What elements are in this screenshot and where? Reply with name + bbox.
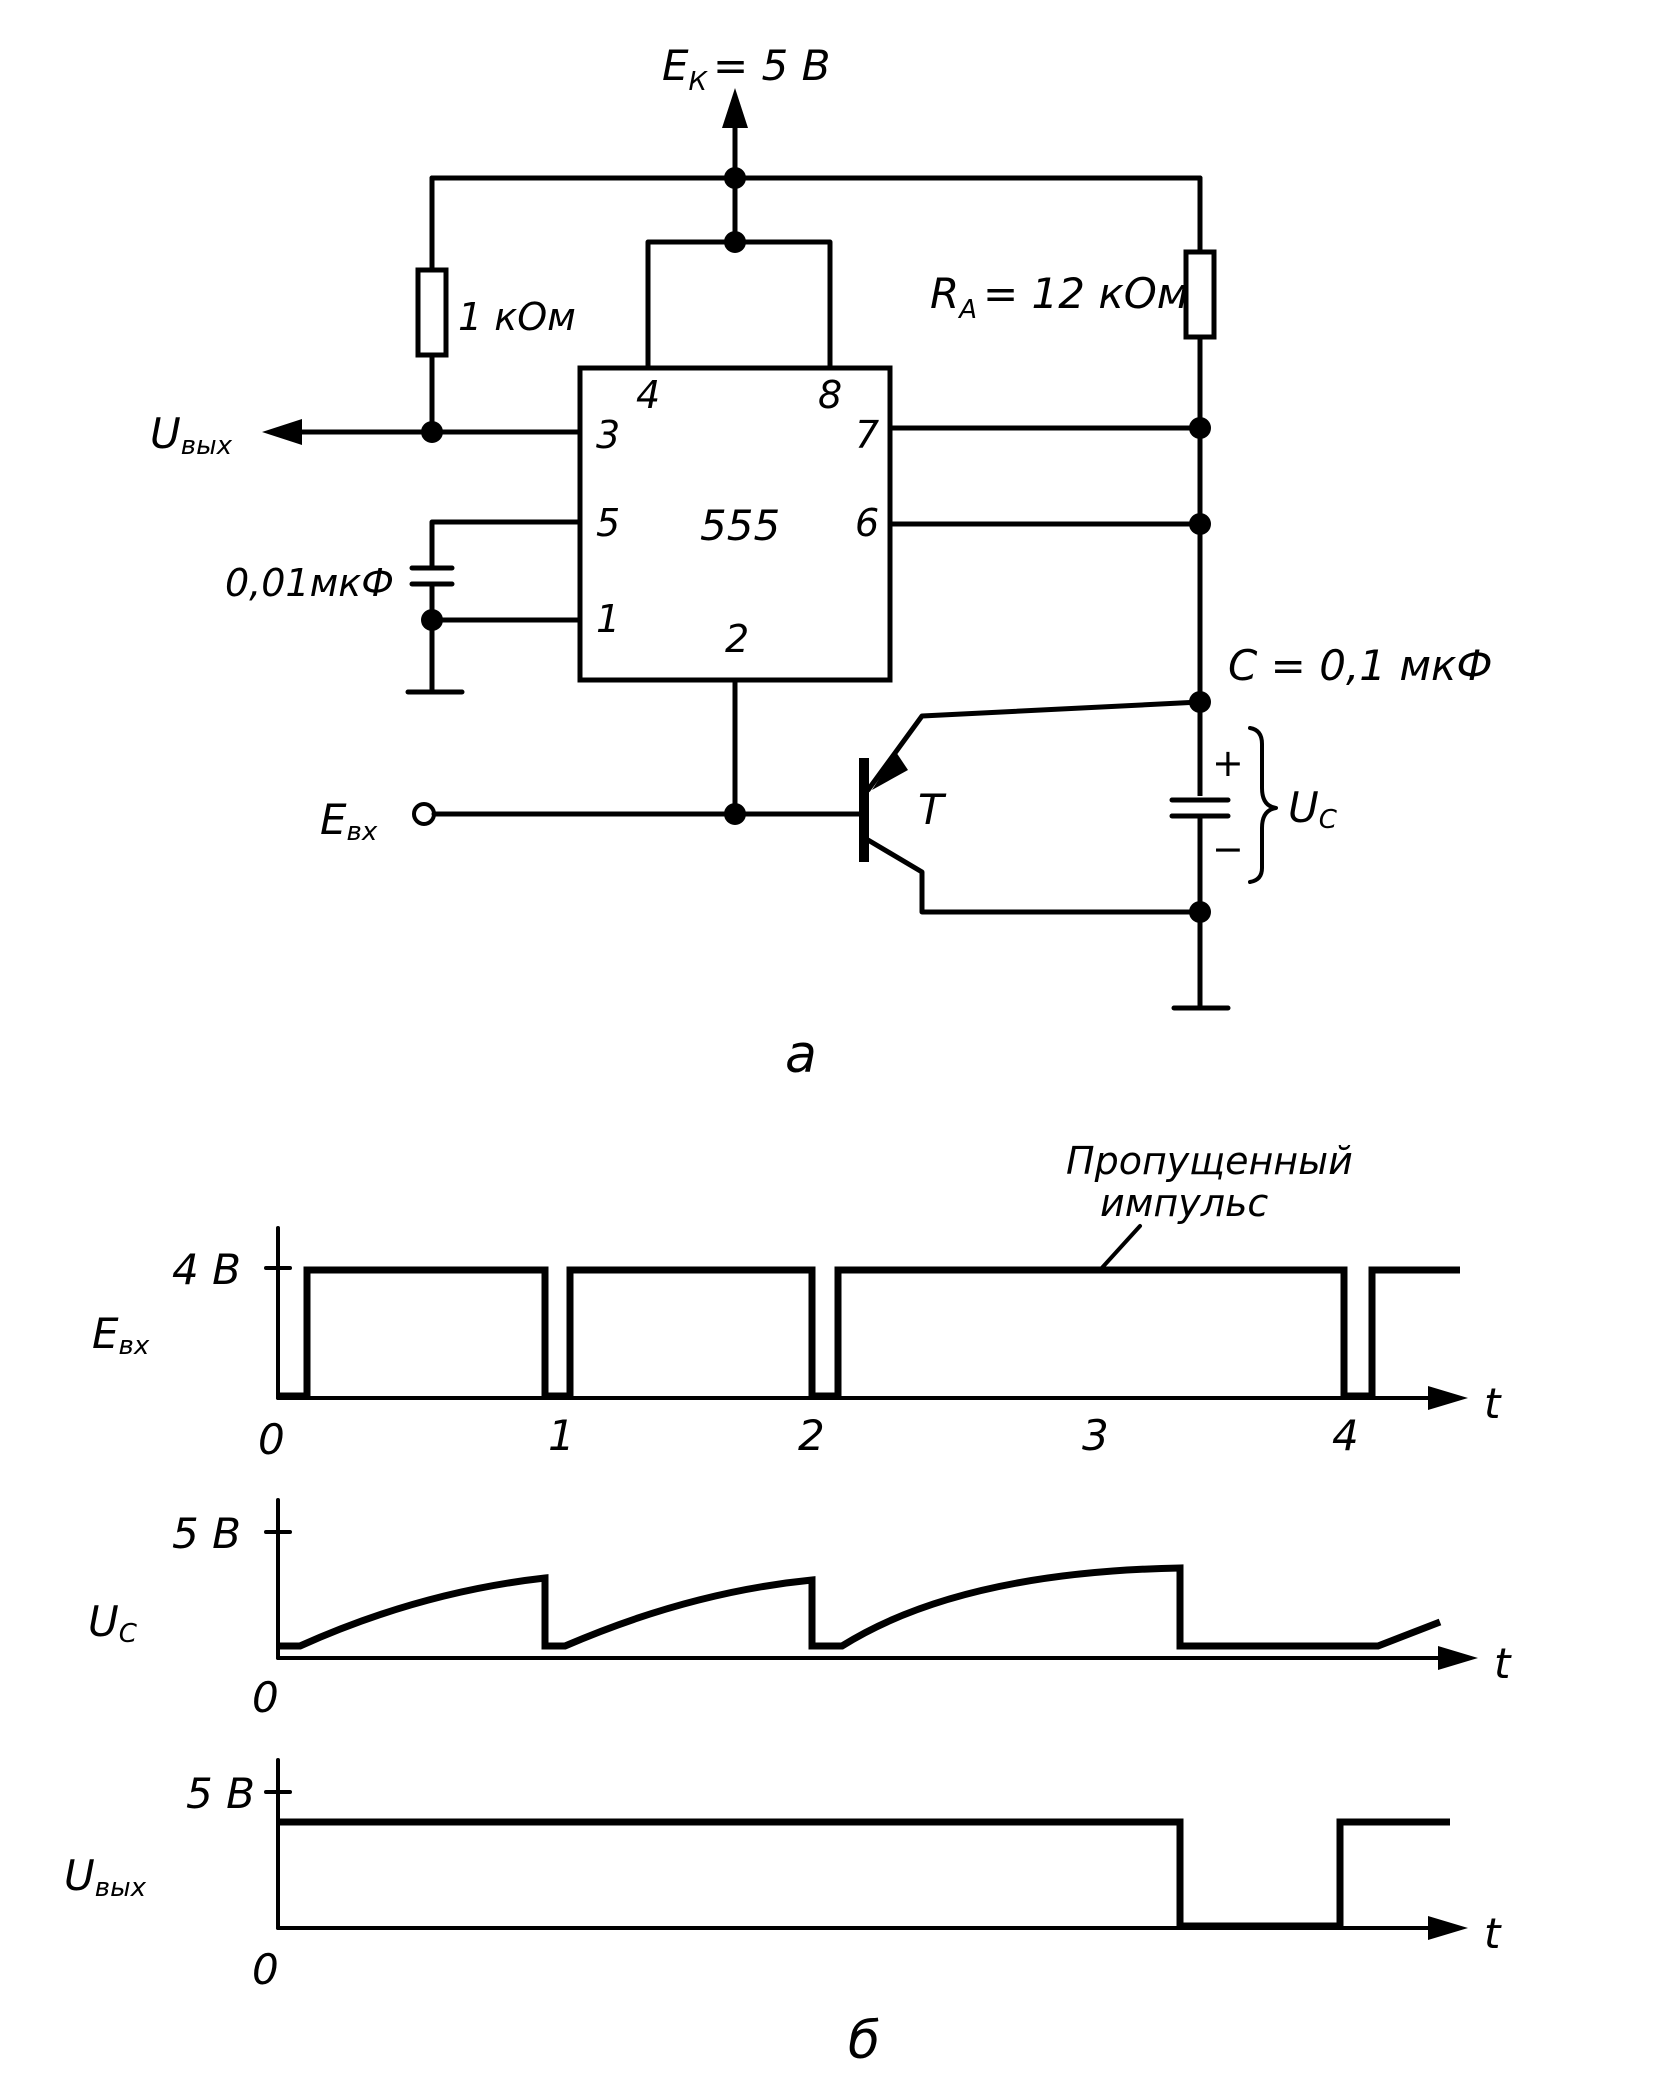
pin-label: 6 (855, 501, 879, 545)
origin-label: 0 (258, 1415, 285, 1464)
caption-b: б (848, 2011, 880, 2071)
pin-label: 5 (596, 501, 620, 545)
pin-label: 8 (818, 373, 842, 417)
origin-label: 0 (252, 1945, 279, 1994)
output-label: Uвых (150, 409, 233, 461)
annotation-leader (1098, 1224, 1142, 1272)
emitter-arrow-icon (872, 752, 908, 790)
panel-uc: 5 В UC t 0 (88, 1498, 1512, 1722)
brace-icon (1248, 726, 1278, 884)
transistor-emitter (865, 699, 1203, 793)
chip-label: 555 (700, 501, 780, 550)
level-label: 5 В (186, 1769, 255, 1818)
minus-sign: − (1212, 827, 1244, 871)
uc-label: UC (1288, 783, 1338, 835)
pin-label: 4 (636, 373, 660, 417)
x-arrow-icon (1428, 1386, 1468, 1410)
axis-label: t (1494, 1639, 1512, 1688)
caption-a: а (785, 1025, 817, 1085)
timing-diagrams: 4 В Eвх t 0 1 2 3 4 Пропущенный импульс … (64, 1139, 1512, 2071)
circuit-diagram: EК= 5 В 1 кОм Uвых 555 4 8 3 7 5 6 1 2 (150, 41, 1493, 1085)
panel-uout: 5 В Uвых t 0 (64, 1758, 1502, 1994)
annotation-line1: Пропущенный (1066, 1139, 1353, 1183)
plus-sign: + (1212, 741, 1244, 785)
tick-label: 2 (798, 1411, 825, 1460)
transistor-label: T (918, 785, 947, 834)
panel-ein: 4 В Eвх t 0 1 2 3 4 Пропущенный импульс (92, 1139, 1502, 1464)
annotation-line2: импульс (1100, 1181, 1268, 1225)
pin-label: 3 (596, 413, 620, 457)
output-arrow-icon (262, 419, 302, 445)
uc-waveform (280, 1564, 1442, 1650)
x-arrow-icon (1438, 1646, 1478, 1670)
pin4-pin8-bridge (645, 239, 833, 371)
ra-label: RA= 12 кОм (930, 269, 1188, 325)
wire (429, 519, 583, 571)
ein-waveform (280, 1266, 1460, 1400)
axis-label: t (1484, 1379, 1502, 1428)
cap-small-label: 0,01мкФ (225, 561, 394, 605)
supply-arrow-icon (722, 88, 748, 128)
junction (1189, 417, 1211, 439)
cap-timing-label: C = 0,1 мкФ (1228, 641, 1493, 690)
panel-name: UC (88, 1597, 138, 1649)
panel-name: Eвх (92, 1309, 150, 1361)
panel-name: Uвых (64, 1851, 147, 1903)
pin-label: 1 (596, 597, 620, 641)
chip-555 (577, 365, 893, 683)
axis-label: t (1484, 1909, 1502, 1958)
pin-label: 7 (855, 413, 879, 457)
r1-resistor (415, 267, 449, 358)
transistor-collector (865, 837, 1203, 915)
supply-label: EК= 5 В (662, 41, 830, 97)
tick-label: 3 (1082, 1411, 1109, 1460)
pin-label: 2 (725, 617, 749, 661)
origin-label: 0 (252, 1673, 279, 1722)
level-label: 4 В (172, 1245, 241, 1294)
tick-label: 4 (1332, 1411, 1359, 1460)
input-terminal (412, 802, 436, 826)
r1-label: 1 кОм (458, 295, 576, 339)
junction (1189, 513, 1211, 535)
level-label: 5 В (172, 1509, 241, 1558)
ra-resistor (1183, 249, 1217, 340)
uout-waveform (280, 1818, 1450, 1930)
input-label: Eвх (320, 795, 378, 847)
x-arrow-icon (1428, 1916, 1468, 1940)
tick-label: 1 (548, 1411, 575, 1460)
